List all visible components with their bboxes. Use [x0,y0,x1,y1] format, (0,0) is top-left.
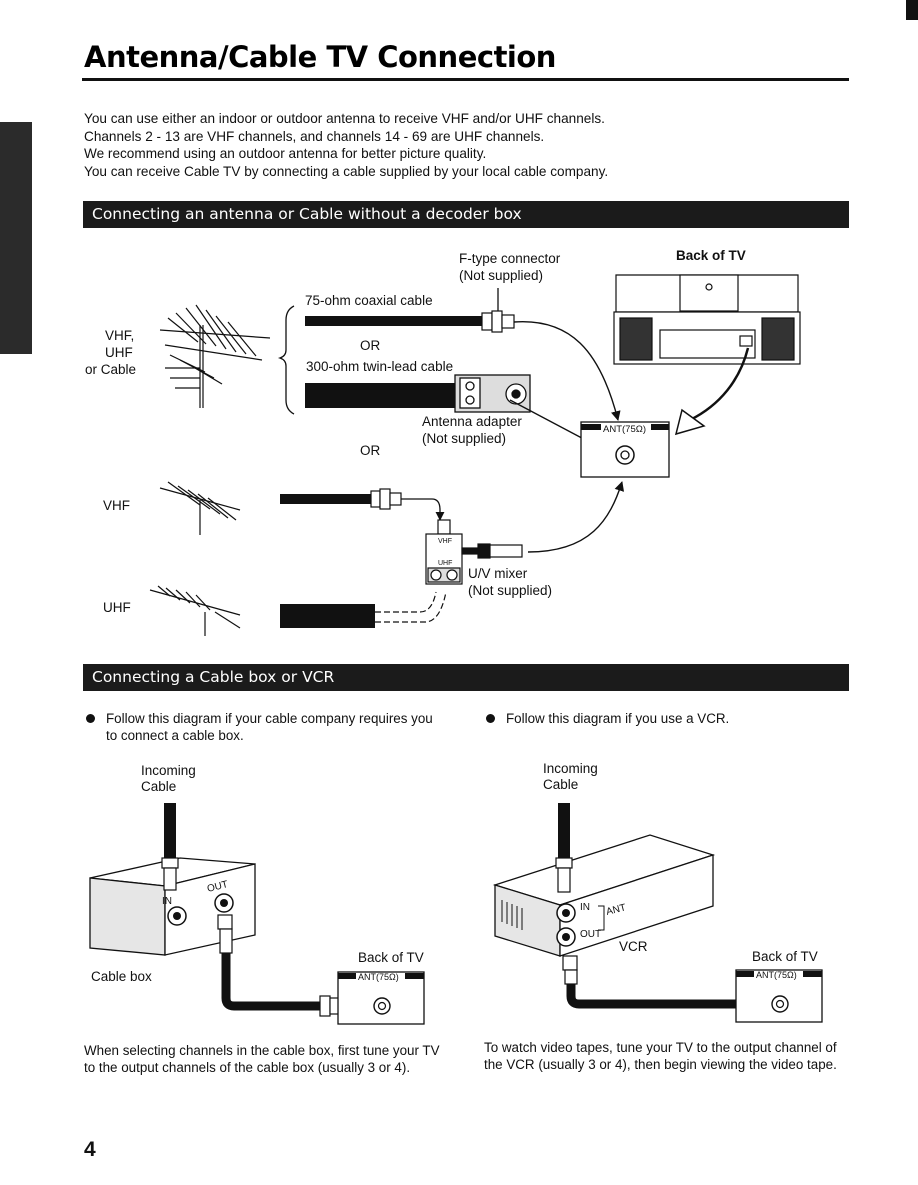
cable-box-instruction: Follow this diagram if your cable compan… [86,710,446,744]
intro-line: Channels 2 - 13 are VHF channels, and ch… [84,128,545,144]
tv-ant-jack: ANT(75Ω) [735,969,823,1023]
vhf-cable [280,494,372,504]
cable-box-to-tv-cable [221,953,320,1011]
label-cable-box: Cable box [91,969,152,984]
f-type-connector-icon [555,857,573,893]
label-cable-box-in: IN [162,896,172,907]
tv-ant-jack: ANT(75Ω) [337,971,425,1025]
label-or: OR [360,443,381,458]
label-antenna-adapter: (Not supplied) [422,431,506,446]
f-type-connector-icon [481,310,515,333]
label-back-of-tv: Back of TV [752,949,818,964]
vcr-in-jack [556,903,576,923]
title-rule [82,78,849,81]
incoming-cable-line [558,803,570,861]
combo-antenna-icon [159,304,271,408]
label-incoming-cable: Incoming [141,763,196,778]
vcr-bullet-text: Follow this diagram if you use a VCR. [506,711,730,726]
coax-cable [305,316,483,326]
label-cable-box-out: OUT [206,879,229,895]
incoming-cable-line [164,803,176,861]
label-vcr: VCR [619,939,648,954]
f-type-connector-icon [562,955,578,985]
label-uhf: UHF [103,600,131,615]
cable-box-in-jack [167,906,187,926]
label-vcr-ant: ANT [605,902,627,918]
label-ant-jack: ANT(75Ω) [603,424,646,435]
antenna-adapter-icon [454,374,531,413]
section-heading-antenna: Connecting an antenna or Cable without a… [83,201,849,228]
intro-line: We recommend using an outdoor antenna fo… [84,146,487,162]
label-vhf-uhf-cable: or Cable [85,362,136,377]
label-incoming-cable: Cable [141,779,176,794]
label-vcr-out: OUT [580,929,601,940]
label-ant-jack: ANT(75Ω) [756,970,797,980]
label-incoming-cable: Incoming [543,761,598,776]
cable-box-vcr-diagrams: Incoming Cable IN OUT Cable box Back of … [89,761,823,1025]
page-title: Antenna/Cable TV Connection [84,40,556,74]
intro-line: You can use either an indoor or outdoor … [84,111,605,126]
cable-box-note: When selecting channels in the cable box… [84,1043,440,1075]
vcr-out-jack [556,927,576,947]
label-vhf-uhf-cable: UHF [105,345,133,360]
f-type-connector-icon [161,857,179,891]
label-or: OR [360,338,381,353]
bullet-dot [86,714,95,723]
cable-choice-bracket [277,305,295,415]
page-number: 4 [84,1138,96,1161]
tv-ant-jack: ANT(75Ω) [580,421,670,478]
twin-lead-cable [305,383,455,408]
intro-text: You can use either an indoor or outdoor … [84,110,784,180]
label-mixer-uhf: UHF [438,560,452,567]
uv-mixer-icon [425,519,523,585]
label-uv-mixer: (Not supplied) [468,583,552,598]
label-back-of-tv: Back of TV [358,950,424,965]
bullet-dot [486,714,495,723]
uhf-twin-lead [280,604,375,628]
label-back-of-tv: Back of TV [676,248,746,263]
f-type-connector-icon [370,488,402,510]
uhf-antenna-icon [149,585,241,636]
vcr-note: To watch video tapes, tune your TV to th… [484,1040,837,1072]
antenna-connection-diagram: VHF, UHF or Cable VHF UHF F-type connect… [85,248,801,636]
label-vcr-in: IN [580,902,590,913]
label-vhf: VHF [103,498,130,513]
vcr-to-tv-cable [566,984,748,1009]
label-f-type-connector: F-type connector [459,251,561,266]
vhf-antenna-icon [159,481,241,535]
chapter-edge-tab [0,122,32,354]
label-ant-jack: ANT(75Ω) [358,972,399,982]
intro-line: You can receive Cable TV by connecting a… [84,163,609,179]
label-mixer-vhf: VHF [438,538,452,545]
section-heading-cable-box-vcr: Connecting a Cable box or VCR [83,664,849,691]
label-vhf-uhf-cable: VHF, [105,328,134,343]
vcr-instruction: Follow this diagram if you use a VCR. [486,710,846,727]
label-incoming-cable: Cable [543,777,578,792]
f-type-connector-icon [217,914,233,954]
cable-box-out-jack [214,893,234,913]
label-antenna-adapter: Antenna adapter [422,414,522,429]
page-corner-mark [906,0,918,20]
label-twin-lead-cable: 300-ohm twin-lead cable [306,359,453,374]
cable-box-bullet-text: Follow this diagram if your cable compan… [106,711,433,743]
label-f-type-connector: (Not supplied) [459,268,543,283]
vcr-icon [492,834,716,957]
label-coax-cable: 75-ohm coaxial cable [305,293,433,308]
tv-back-panel-icon [613,274,801,365]
label-uv-mixer: U/V mixer [468,566,528,581]
